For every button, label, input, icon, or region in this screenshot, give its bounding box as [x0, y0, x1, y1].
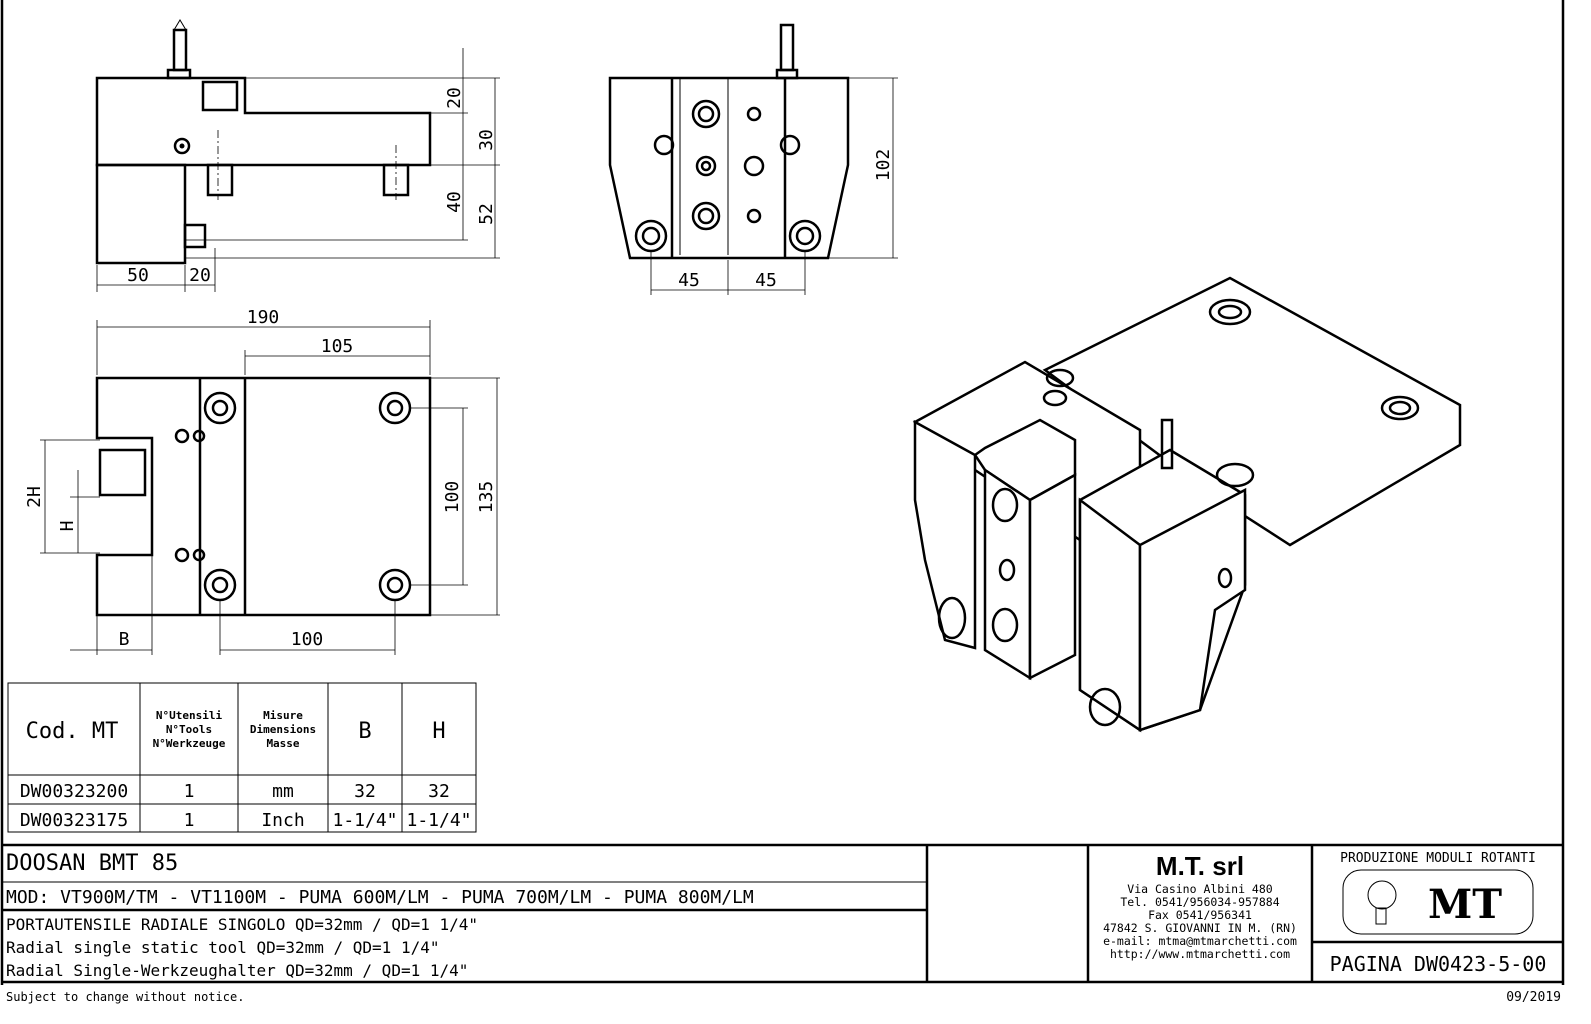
- header-dimensions: Dimensions: [250, 723, 316, 736]
- dim-H: H: [57, 521, 78, 532]
- company-name: M.T. srl: [1156, 851, 1244, 881]
- description-it: PORTAUTENSILE RADIALE SINGOLO QD=32mm / …: [6, 915, 478, 934]
- svg-text:32: 32: [354, 781, 376, 802]
- header-h: H: [432, 719, 445, 744]
- isometric-view: [912, 276, 1462, 733]
- notice-text: Subject to change without notice.: [6, 990, 244, 1004]
- description-en: Radial single static tool QD=32mm / QD=1…: [6, 938, 439, 957]
- production-label: PRODUZIONE MODULI ROTANTI: [1340, 851, 1536, 866]
- header-utensili: N°Utensili: [156, 709, 223, 722]
- dim-105: 105: [321, 336, 354, 357]
- header-tools: N°Tools: [166, 723, 212, 736]
- table-row: DW00323200 1 mm 32 32: [20, 781, 450, 802]
- dim-52: 52: [476, 203, 497, 225]
- header-b: B: [358, 719, 371, 744]
- title-block: DOOSAN BMT 85 MOD: VT900M/TM - VT1100M -…: [2, 843, 1563, 984]
- plan-view: 190 105 100 135 2H H B 100: [24, 307, 500, 655]
- header-misure: Misure: [263, 709, 303, 722]
- svg-text:32: 32: [428, 781, 450, 802]
- svg-text:DW00323175: DW00323175: [20, 810, 128, 831]
- dim-20: 20: [444, 87, 465, 109]
- svg-text:1: 1: [184, 810, 195, 831]
- dim-100h: 100: [291, 629, 324, 650]
- svg-text:1-1/4": 1-1/4": [332, 810, 397, 831]
- header-masse: Masse: [266, 737, 299, 750]
- svg-text:mm: mm: [272, 781, 294, 802]
- header-werkzeuge: N°Werkzeuge: [153, 737, 226, 750]
- email-line: e-mail: mtma@mtmarchetti.com: [1103, 934, 1297, 948]
- side-view: 20 30 40 52 50 20: [95, 19, 500, 292]
- dim-45b: 45: [755, 270, 777, 291]
- dim-2H: 2H: [24, 486, 45, 508]
- dim-B: B: [119, 629, 130, 650]
- svg-text:1: 1: [184, 781, 195, 802]
- svg-text:DW00323200: DW00323200: [20, 781, 128, 802]
- website-line: http://www.mtmarchetti.com: [1110, 947, 1290, 961]
- svg-text:MT: MT: [1428, 881, 1502, 928]
- address-line: Via Casino Albini 480: [1127, 882, 1272, 896]
- phone-line: Tel. 0541/956034-957884: [1120, 895, 1279, 909]
- dim-190: 190: [247, 307, 280, 328]
- svg-text:Inch: Inch: [261, 810, 304, 831]
- machine-title: DOOSAN BMT 85: [6, 851, 178, 876]
- svg-text:1-1/4": 1-1/4": [406, 810, 471, 831]
- dim-30: 30: [476, 129, 497, 151]
- fax-line: Fax 0541/956341: [1148, 908, 1252, 922]
- models-line: MOD: VT900M/TM - VT1100M - PUMA 600M/LM …: [6, 887, 754, 908]
- dim-102: 102: [873, 149, 894, 182]
- dim-45a: 45: [678, 270, 700, 291]
- table-row: DW00323175 1 Inch 1-1/4" 1-1/4": [20, 810, 472, 831]
- dim-100v: 100: [442, 481, 463, 514]
- front-view: 102 45 45: [608, 23, 898, 295]
- dim-135: 135: [476, 481, 497, 514]
- dim-40: 40: [444, 191, 465, 213]
- mt-logo: MT: [1342, 869, 1534, 935]
- city-line: 47842 S. GIOVANNI IN M. (RN): [1103, 921, 1297, 935]
- dim-20b: 20: [189, 265, 211, 286]
- header-cod: Cod. MT: [26, 719, 119, 744]
- dim-50: 50: [127, 265, 149, 286]
- date-text: 09/2019: [1506, 990, 1561, 1005]
- page-number: PAGINA DW0423-5-00: [1330, 952, 1547, 976]
- code-table: Cod. MT N°Utensili N°Tools N°Werkzeuge M…: [7, 682, 477, 833]
- description-de: Radial Single-Werkzeughalter QD=32mm / Q…: [6, 961, 468, 980]
